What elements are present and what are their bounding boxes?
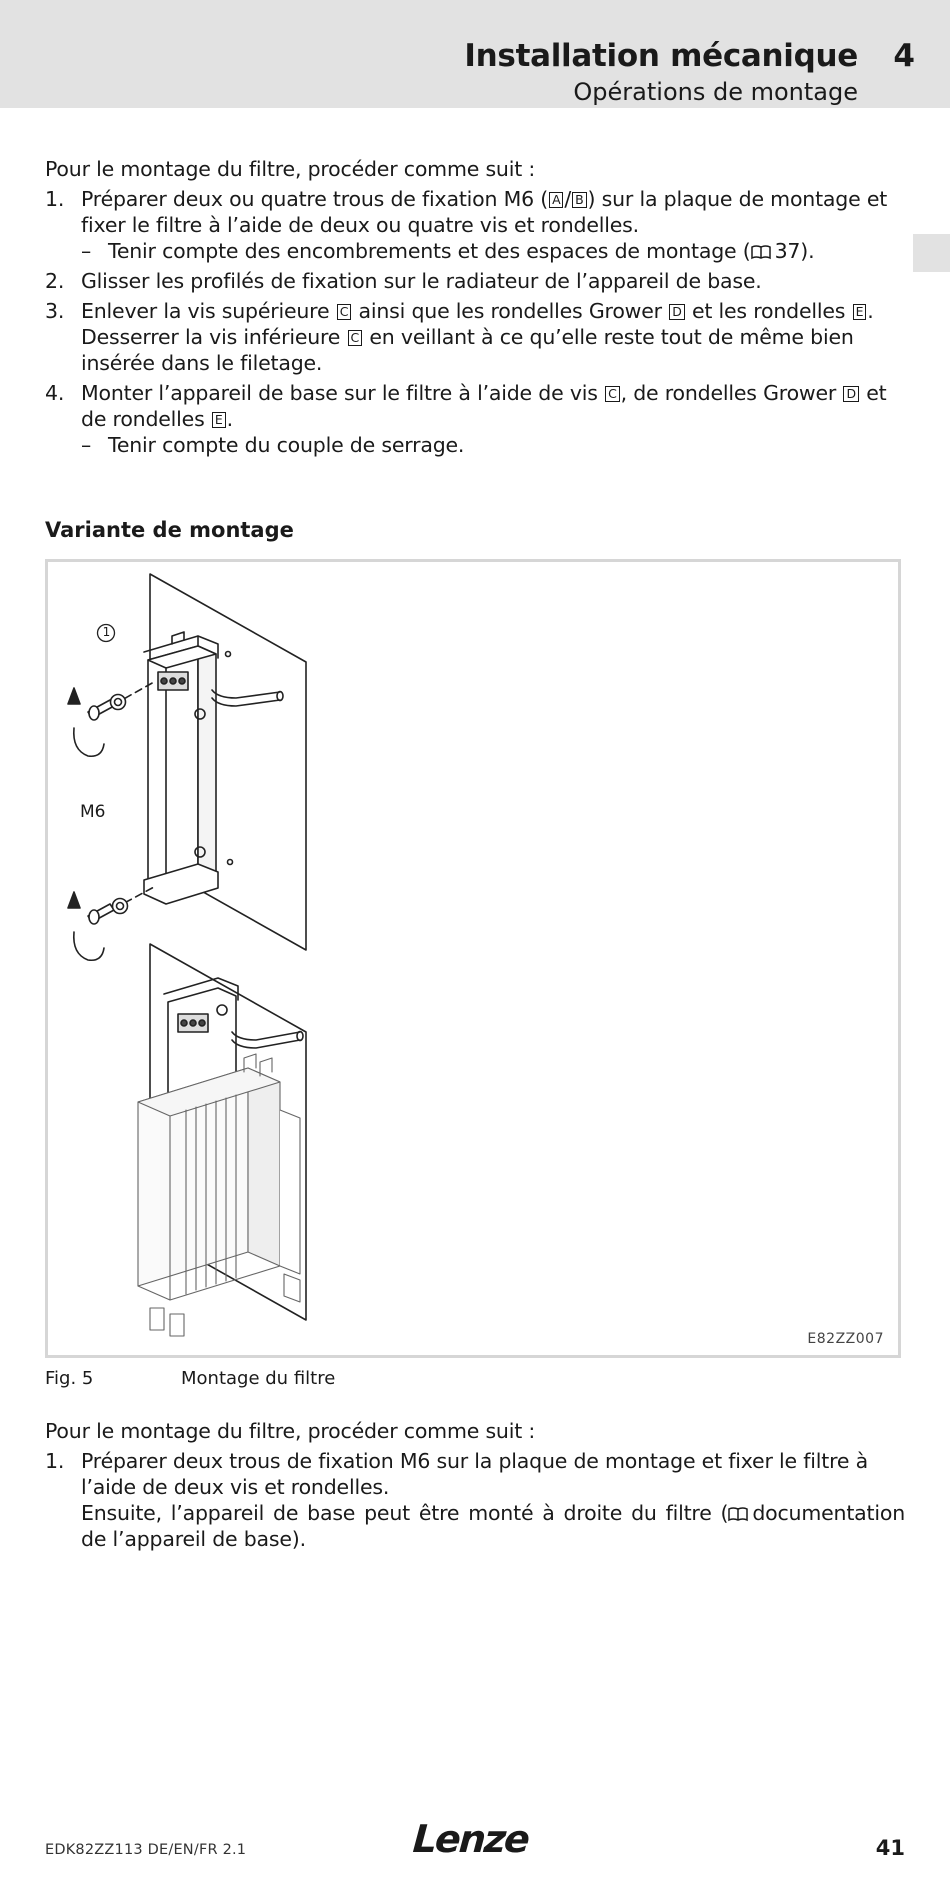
page-header <box>0 0 950 108</box>
figure-code: E82ZZ007 <box>807 1331 884 1347</box>
key-e-label: E <box>211 412 226 428</box>
step-text: en veillant à ce qu’elle reste tout de m… <box>81 325 854 375</box>
step-number: 4. <box>45 381 65 405</box>
dash-bullet: – <box>81 239 92 263</box>
step-1: 1. Préparer deux ou quatre trous de fixa… <box>45 186 905 264</box>
note-text: Tenir compte du couple de serrage. <box>108 433 465 457</box>
key-c-label: C <box>347 330 363 346</box>
key-d-label: D <box>843 386 859 402</box>
variant-heading: Variante de montage <box>45 518 294 542</box>
book-icon <box>728 1507 749 1522</box>
base-device <box>137 1053 301 1337</box>
key-d-label: D <box>669 304 685 320</box>
step-1-note: – Tenir compte des encombrements et des … <box>81 238 905 264</box>
key-a-label: A <box>549 192 564 208</box>
step-1: 1. Préparer deux trous de fixation M6 su… <box>45 1448 905 1552</box>
step-text: et de rondelles <box>81 381 887 431</box>
instructions-block-1: Pour le montage du filtre, procéder comm… <box>45 156 905 462</box>
step-follow-text: Ensuite, l’appareil de base peut être mo… <box>81 1500 905 1552</box>
screw-size-label: M6 <box>80 802 106 822</box>
step-text: . <box>867 299 874 323</box>
chapter-number: 4 <box>893 38 915 74</box>
instructions-block-2: Pour le montage du filtre, procéder comm… <box>45 1418 905 1556</box>
step-text: . <box>226 407 234 431</box>
lenze-logo: Lenze <box>411 1817 530 1861</box>
step-text: ) sur la plaque de montage et fixer le f… <box>81 187 888 237</box>
instruction-steps: 1. Préparer deux trous de fixation M6 su… <box>45 1448 905 1552</box>
note-text: Tenir compte des encombrements et des es… <box>108 239 751 263</box>
step-number: 1. <box>45 1449 65 1473</box>
dash-bullet: – <box>81 433 92 457</box>
step-text: Enlever la vis supérieure <box>81 299 336 323</box>
step-4: 4. Monter l’appareil de base sur le filt… <box>45 380 905 458</box>
callout-number: 1 <box>102 625 111 639</box>
bottom-screw-assembly <box>67 886 155 962</box>
figure-caption: Montage du filtre <box>181 1368 336 1389</box>
step-text: documentation de l’appareil de base). <box>81 1501 905 1551</box>
step-4-note: – Tenir compte du couple de serrage. <box>81 432 905 458</box>
step-text: Monter l’appareil de base sur le filtre … <box>81 381 605 405</box>
step-text: Ensuite, l’appareil de base peut être mo… <box>81 1501 729 1525</box>
step-text: ainsi que les rondelles Grower <box>352 299 669 323</box>
page-number: 41 <box>875 1836 905 1860</box>
chapter-title: Installation mécanique <box>464 38 858 74</box>
step-text: Préparer deux trous de fixation M6 sur l… <box>81 1449 868 1499</box>
key-b-label: B <box>572 192 587 208</box>
chapter-side-tab <box>913 234 950 272</box>
figure-frame: 1 M6 E82ZZ007 <box>45 559 901 1358</box>
step-number: 3. <box>45 299 65 323</box>
instructions-intro: Pour le montage du filtre, procéder comm… <box>45 1419 536 1443</box>
key-c-label: C <box>336 304 352 320</box>
section-title: Opérations de montage <box>573 78 858 106</box>
key-e-label: E <box>852 304 867 320</box>
mounting-diagram <box>67 573 307 1337</box>
document-id: EDK82ZZ113 DE/EN/FR 2.1 <box>45 1842 247 1858</box>
step-text: Glisser les profilés de fixation sur le … <box>81 269 762 293</box>
key-c-label: C <box>605 386 620 402</box>
step-text: / <box>564 187 572 211</box>
step-number: 1. <box>45 187 65 211</box>
figure-number: Fig. 5 <box>45 1368 94 1389</box>
filter-cable <box>211 689 284 707</box>
top-screw-assembly <box>67 681 155 758</box>
page-reference: 37). <box>774 239 815 263</box>
step-text: et les rondelles <box>685 299 852 323</box>
step-number: 2. <box>45 269 65 293</box>
step-3: 3. Enlever la vis supérieure C ainsi que… <box>45 298 905 376</box>
step-text: , de rondelles Grower <box>620 381 843 405</box>
instruction-steps: 1. Préparer deux ou quatre trous de fixa… <box>45 186 905 458</box>
step-text: Préparer deux ou quatre trous de fixatio… <box>81 187 549 211</box>
instructions-intro: Pour le montage du filtre, procéder comm… <box>45 157 536 181</box>
book-icon <box>750 245 771 260</box>
step-text: Desserrer la vis inférieure <box>81 325 347 349</box>
step-2: 2. Glisser les profilés de fixation sur … <box>45 268 905 294</box>
filter-body <box>143 631 219 905</box>
